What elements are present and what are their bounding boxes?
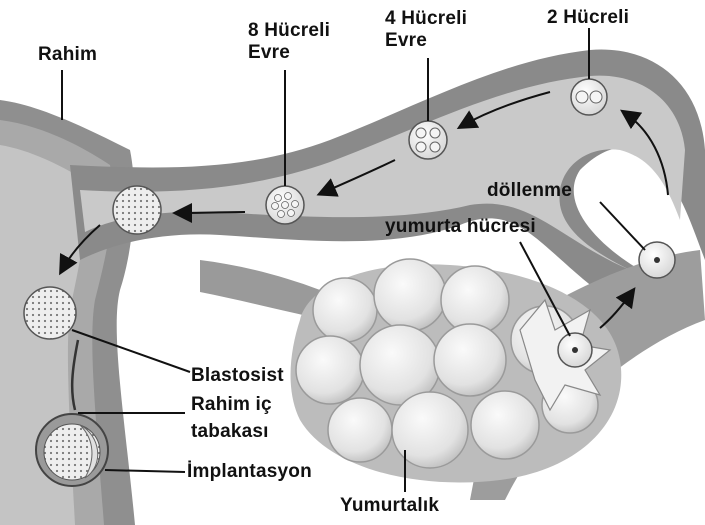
label-4-hucreli: 4 Hücreli — [385, 8, 467, 30]
label-blastosist: Blastosist — [191, 365, 284, 387]
label-8-hucreli: 8 Hücreli — [248, 20, 330, 42]
eight-cell-stage — [266, 186, 304, 224]
implantation-cell — [36, 414, 108, 486]
label-4-evre: Evre — [385, 30, 427, 52]
label-2-hucreli: 2 Hücreli — [547, 7, 629, 29]
label-implantasyon: İmplantasyon — [187, 461, 312, 483]
arrow-8cell-to-morula — [178, 212, 245, 213]
label-yumurta-hucresi: yumurta hücresi — [385, 216, 536, 238]
label-rahim-ic: Rahim iç — [191, 394, 272, 416]
morula-cell — [113, 186, 161, 234]
egg-cell — [558, 333, 592, 367]
label-rahim: Rahim — [38, 44, 97, 66]
four-cell-stage — [409, 121, 447, 159]
two-cell-stage — [571, 79, 607, 115]
label-tabakasi: tabakası — [191, 421, 269, 443]
label-dollenme: döllenme — [487, 180, 572, 202]
label-8-evre: Evre — [248, 42, 290, 64]
label-yumurtalik: Yumurtalık — [340, 495, 439, 517]
leader-dollenme — [600, 202, 645, 250]
fertilization-cell — [639, 242, 675, 278]
blastocyst-cell — [24, 287, 76, 339]
